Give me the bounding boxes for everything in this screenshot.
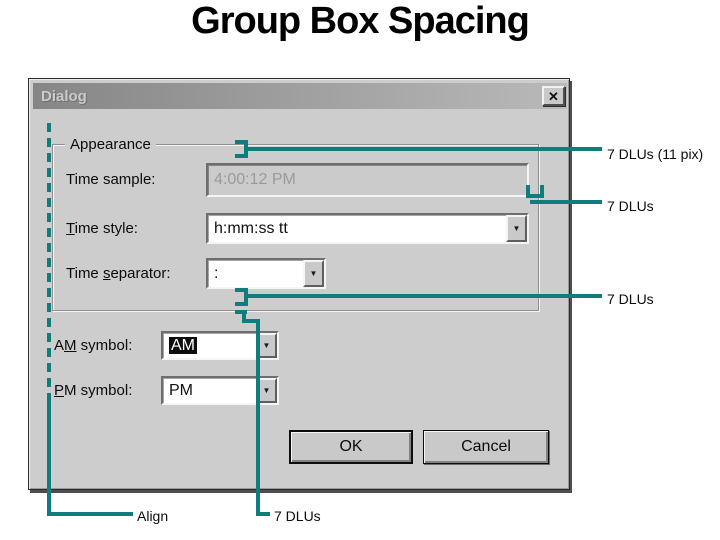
annotation-line-gap-separator-tick2 — [235, 302, 247, 306]
am-symbol-combobox[interactable]: AM ▼ — [161, 331, 279, 360]
appearance-groupbox: Appearance — [52, 136, 539, 311]
time-separator-dropdown-button[interactable]: ▼ — [303, 260, 324, 287]
annotation-line-gap-separator-pointer — [246, 294, 602, 298]
dropdown-arrow-icon: ▼ — [262, 341, 271, 350]
time-style-dropdown-button[interactable]: ▼ — [506, 215, 527, 242]
time-separator-combobox[interactable]: : ▼ — [206, 258, 326, 289]
annotation-line-gap-bottom-elbow — [256, 512, 270, 516]
annotation-line-gap-top-tick1 — [235, 140, 247, 144]
annotation-label-gap-top: 7 DLUs (11 pix) — [607, 146, 704, 162]
time-separator-value: : — [214, 264, 219, 282]
pm-symbol-label: PM symbol: — [54, 382, 133, 399]
annotation-line-gap-bottom-v1 — [242, 310, 246, 323]
dialog-title: Dialog — [41, 87, 87, 105]
am-symbol-label: AM symbol: — [54, 337, 133, 354]
dropdown-arrow-icon: ▼ — [512, 224, 521, 233]
annotation-label-align: Align — [137, 508, 169, 524]
cancel-button[interactable]: Cancel — [423, 430, 549, 464]
pm-symbol-combobox[interactable]: PM ▼ — [161, 376, 279, 405]
annotation-line-gap-right-pointer — [530, 200, 602, 204]
annotation-line-align-elbow — [47, 512, 133, 516]
annotation-label-gap-separator: 7 DLUs — [607, 291, 654, 307]
time-style-combobox[interactable]: h:mm:ss tt ▼ — [206, 213, 529, 244]
annotation-line-align-dashed — [47, 123, 51, 403]
time-separator-label: Time separator: — [66, 265, 171, 282]
annotation-label-gap-right: 7 DLUs — [607, 198, 654, 214]
pm-symbol-value: PM — [169, 381, 193, 399]
close-icon: ✕ — [548, 88, 559, 104]
am-symbol-value: AM — [169, 336, 197, 354]
annotation-line-gap-right-prong1 — [526, 185, 530, 198]
time-style-value: h:mm:ss tt — [214, 219, 288, 237]
close-button[interactable]: ✕ — [542, 86, 565, 106]
annotation-line-gap-top-tick2 — [235, 154, 247, 158]
annotation-line-gap-top-pointer — [246, 147, 602, 151]
annotation-line-gap-right-prong2 — [540, 185, 544, 198]
dialog-window: Dialog ✕ Appearance Time sample: 4:00:12… — [28, 78, 570, 490]
dialog-titlebar[interactable]: Dialog ✕ — [33, 83, 567, 109]
annotation-line-gap-right-bottom — [526, 194, 544, 198]
annotation-label-gap-bottom: 7 DLUs — [274, 508, 321, 524]
annotation-line-gap-bottom-v2 — [256, 319, 260, 516]
dropdown-arrow-icon: ▼ — [309, 269, 318, 278]
annotation-line-gap-bottom-step — [242, 319, 260, 323]
ok-button[interactable]: OK — [289, 430, 413, 464]
time-sample-field: 4:00:12 PM — [206, 163, 529, 197]
annotation-line-align-solid — [47, 400, 51, 516]
annotation-line-gap-separator-tick1 — [235, 288, 247, 292]
time-style-label: Time style: — [66, 220, 138, 237]
time-sample-value: 4:00:12 PM — [214, 171, 296, 188]
page-title: Group Box Spacing — [191, 0, 530, 42]
dropdown-arrow-icon: ▼ — [262, 386, 271, 395]
annotation-line-gap-bottom-tick — [235, 310, 247, 314]
groupbox-label: Appearance — [65, 136, 156, 153]
time-sample-label: Time sample: — [66, 171, 156, 188]
